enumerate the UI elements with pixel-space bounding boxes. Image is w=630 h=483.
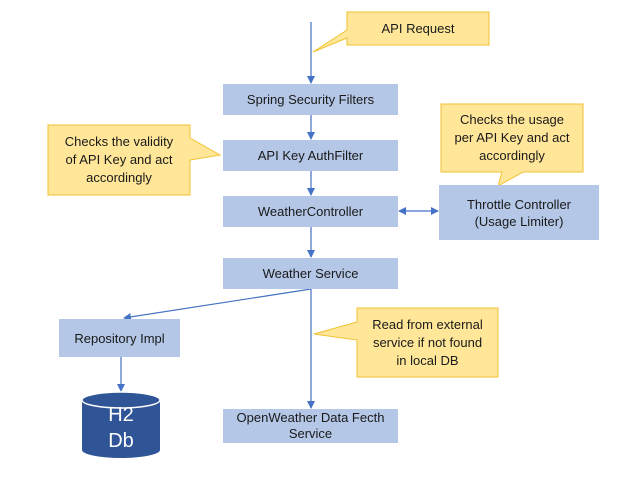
callout-fetch-note-shape	[313, 307, 499, 378]
connector-service-to-repository	[123, 288, 312, 321]
fetch-note-callout: Read from external service if not found …	[372, 316, 483, 368]
database-icon	[81, 391, 161, 458]
auth-note-callout: Checks the validity of API Key and act a…	[64, 134, 174, 185]
spring-security-filters-box: Spring Security Filters	[223, 84, 398, 115]
h2-db-label: H2 Db	[108, 404, 134, 452]
callout-usage-note-shape	[440, 103, 584, 188]
repository-impl-box: Repository Impl	[59, 319, 180, 357]
throttle-controller-box: Throttle Controller (Usage Limiter)	[439, 185, 599, 240]
weather-controller-box: WeatherController	[223, 196, 398, 227]
api-request-callout: API Request	[381, 20, 455, 36]
usage-note-callout: Checks the usage per API Key and act acc…	[454, 112, 570, 163]
callout-auth-note-shape	[47, 124, 222, 196]
weather-service-box: Weather Service	[223, 258, 398, 289]
openweather-fetch-service-box: OpenWeather Data Fecth Service	[223, 409, 398, 443]
callout-api-request-shape	[312, 11, 490, 53]
api-key-authfilter-box: API Key AuthFilter	[223, 140, 398, 171]
